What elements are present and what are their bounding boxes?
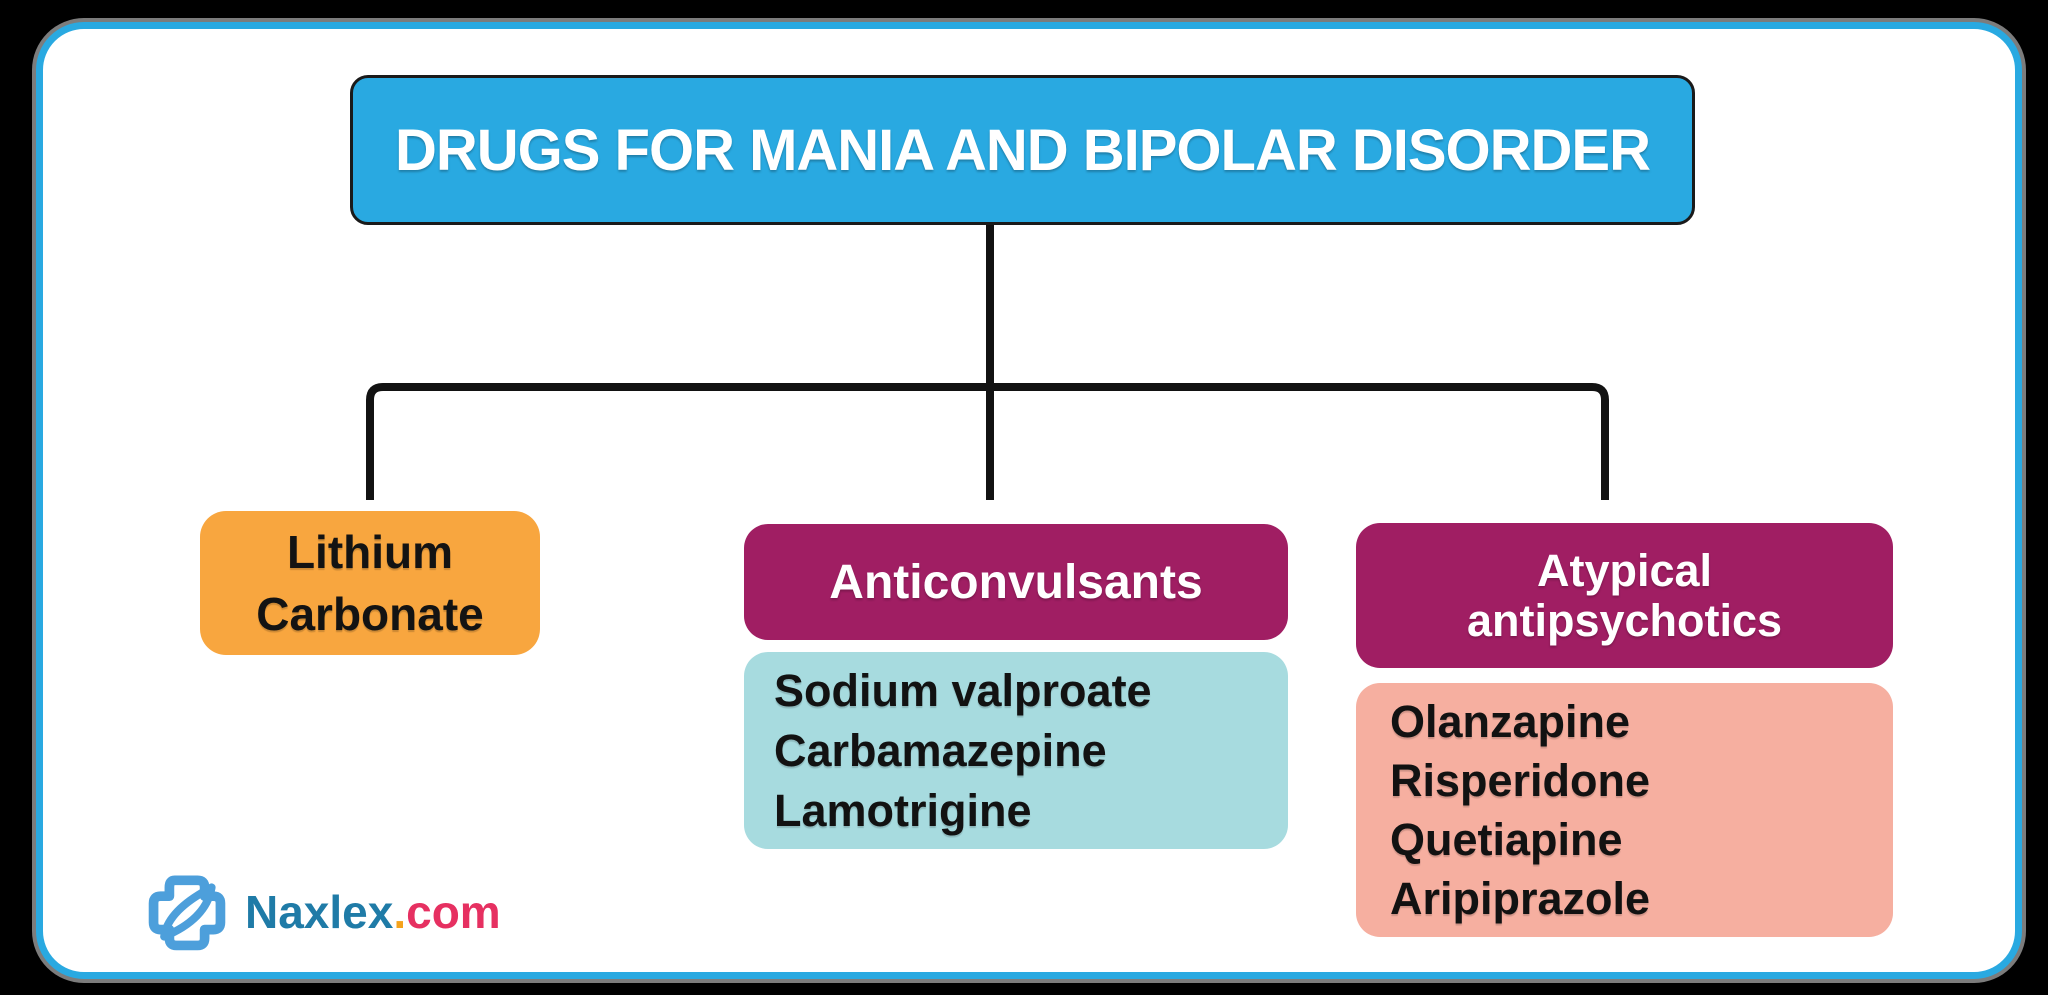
naxlex-wordmark: Naxlex.com <box>245 885 501 939</box>
drug-item-olanzapine: Olanzapine <box>1390 696 1631 747</box>
atypical-line-2: antipsychotics <box>1466 594 1783 646</box>
atypical-drug-list: Olanzapine Risperidone Quetiapine Aripip… <box>1356 683 1893 937</box>
anticonvulsants-header: Anticonvulsants <box>744 524 1288 640</box>
logo-tld: com <box>406 886 501 938</box>
drug-item-sodium-valproate: Sodium valproate <box>774 664 1152 716</box>
atypical-line-1: Atypical <box>1536 544 1713 596</box>
drug-item-carbamazepine: Carbamazepine <box>774 724 1107 776</box>
drug-item-risperidone: Risperidone <box>1390 755 1651 806</box>
atypical-antipsychotics-header: Atypical antipsychotics <box>1356 523 1893 668</box>
anticonvulsants-label: Anticonvulsants <box>829 555 1203 609</box>
drug-item-lamotrigine: Lamotrigine <box>774 784 1032 836</box>
lithium-line-2: Carbonate <box>256 588 484 640</box>
lithium-line-1: Lithium <box>286 526 454 578</box>
anticonvulsants-drug-list: Sodium valproate Carbamazepine Lamotrigi… <box>744 652 1288 849</box>
naxlex-logo: Naxlex.com <box>143 868 501 956</box>
logo-dot: . <box>393 886 407 938</box>
lithium-carbonate-box: Lithium Carbonate <box>200 511 540 655</box>
drug-item-aripiprazole: Aripiprazole <box>1390 873 1651 924</box>
drug-item-quetiapine: Quetiapine <box>1390 814 1623 865</box>
title-box: DRUGS FOR MANIA AND BIPOLAR DISORDER <box>350 75 1695 225</box>
naxlex-cross-icon <box>148 875 226 951</box>
page-title: DRUGS FOR MANIA AND BIPOLAR DISORDER <box>394 117 1651 183</box>
logo-name: Naxlex <box>245 886 394 938</box>
